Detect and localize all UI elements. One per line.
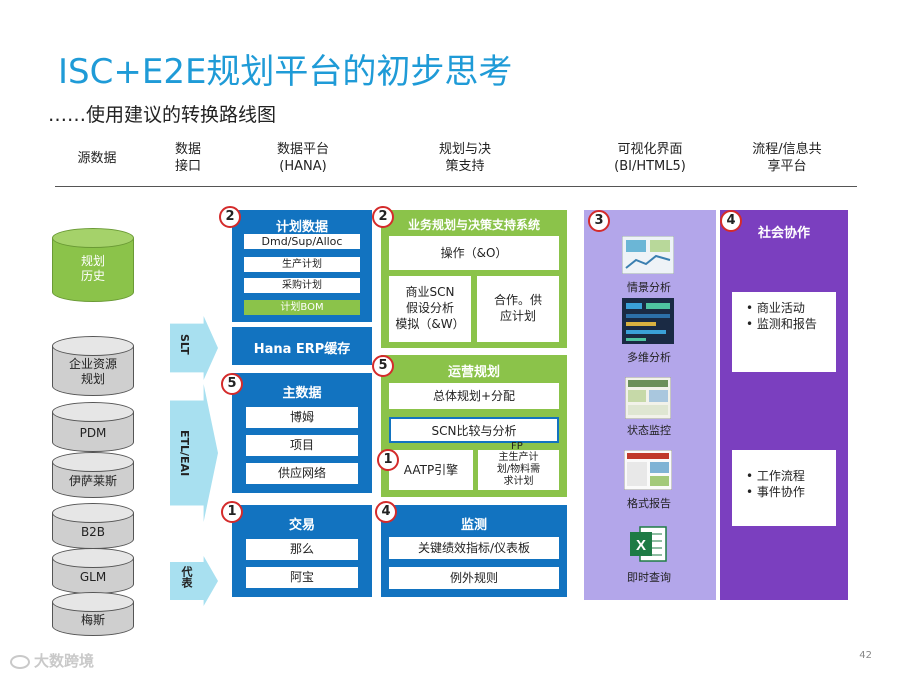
plan-data-item-bom[interactable]: 计划BOM — [244, 300, 360, 315]
source-erp-label-2: 规划 — [80, 372, 105, 386]
column-header-source: 源数据 — [77, 151, 117, 166]
scenario-analysis-label: 情景分析 — [627, 281, 671, 294]
transaction-title: 交易 — [288, 518, 315, 533]
column-header-interface: 数据接口 — [174, 142, 201, 174]
ad-hoc-query-label: 即时查询 — [627, 571, 671, 584]
social-group-2: • 工作流程 • 事件协作 — [732, 450, 836, 526]
transaction-item-1[interactable]: 那么 — [246, 539, 358, 560]
source-meis-cylinder: 梅斯 — [52, 592, 134, 636]
operations-master-plan[interactable]: 主生产计 划/物料需 求计划 — [478, 450, 559, 490]
transaction-badge: 1 — [221, 501, 243, 523]
social-collab-panel: 社会协作 • 商业活动 • 监测和报告 • 工作流程 • 事件协作 — [720, 210, 848, 600]
hana-cache-label: Hana ERP缓存 — [253, 342, 351, 357]
watermark: 大数跨境 — [10, 650, 94, 671]
master-data-panel: 主数据 博姆 项目 供应网络 — [232, 373, 372, 493]
status-monitoring-label: 状态监控 — [627, 424, 671, 437]
status-monitoring-icon[interactable] — [624, 376, 672, 420]
source-b2b-cylinder: B2B — [52, 503, 134, 549]
plan-data-title: 计划数据 — [275, 220, 328, 235]
master-data-badge: 5 — [221, 373, 243, 395]
scenario-analysis-icon[interactable] — [621, 235, 675, 275]
biz-planning-panel: 业务规划与决策支持系统 操作（&O） 商业SCN 假设分析 模拟（&W） 合作。… — [381, 210, 567, 348]
page-number: 42 — [859, 650, 872, 661]
source-glm-cylinder: GLM — [52, 548, 134, 594]
biz-planning-badge: 2 — [372, 206, 394, 228]
source-history-label-1: 规划 — [80, 254, 105, 268]
formatted-report-icon[interactable] — [623, 449, 673, 491]
multidimensional-analysis-icon[interactable] — [622, 298, 674, 344]
plan-data-item-production[interactable]: 生产计划 — [244, 257, 360, 272]
plan-data-item-procurement[interactable]: 采购计划 — [244, 278, 360, 293]
page-subtitle: ……使用建议的转换路线图 — [48, 104, 277, 126]
operations-scn-compare[interactable]: SCN比较与分析 — [389, 417, 559, 443]
monitoring-kpi[interactable]: 关键绩效指标/仪表板 — [389, 537, 559, 559]
operations-panel: 运营规划 总体规划+分配 SCN比较与分析 AATP引擎 主生产计 划/物料需 … — [381, 355, 567, 497]
source-b2b-label: B2B — [80, 525, 106, 539]
visualization-badge: 3 — [588, 210, 610, 232]
operations-title: 运营规划 — [447, 365, 500, 380]
svg-text:X: X — [636, 537, 646, 554]
monitoring-badge: 4 — [375, 501, 397, 523]
column-header-visual: 可视化界面(BI/HTML5) — [614, 142, 686, 174]
social-collab-title: 社会协作 — [757, 226, 810, 241]
code-label: 代表 — [180, 566, 193, 588]
monitoring-exception-rules[interactable]: 例外规则 — [389, 567, 559, 589]
column-header-platform: 数据平台(HANA) — [276, 142, 329, 174]
monitoring-title: 监测 — [460, 518, 487, 533]
source-history-cylinder: 规划 历史 — [52, 228, 134, 302]
source-erp-cylinder: 企业资源 规划 — [52, 336, 134, 396]
operations-fp-label: FP — [511, 441, 523, 452]
monitoring-panel: 监测 关键绩效指标/仪表板 例外规则 — [381, 505, 567, 597]
social-collab-badge: 4 — [720, 210, 742, 232]
source-history-label-2: 历史 — [80, 269, 105, 283]
source-isaless-cylinder: 伊萨莱斯 — [52, 452, 134, 498]
biz-planning-scn[interactable]: 商业SCN 假设分析 模拟（&W） — [389, 276, 471, 342]
header-divider — [55, 186, 857, 187]
source-meis-label: 梅斯 — [80, 613, 105, 627]
plan-data-item-dmd[interactable]: Dmd/Sup/Alloc — [244, 234, 360, 249]
master-data-title: 主数据 — [282, 386, 322, 401]
transaction-item-2[interactable]: 阿宝 — [246, 567, 358, 588]
transaction-panel: 交易 那么 阿宝 — [232, 505, 372, 597]
page-title: ISC+E2E规划平台的初步思考 — [58, 52, 513, 92]
source-erp-label-1: 企业资源 — [68, 357, 117, 371]
hana-cache-panel[interactable]: Hana ERP缓存 — [232, 327, 372, 365]
operations-badge: 5 — [372, 355, 394, 377]
master-data-item-bom[interactable]: 博姆 — [246, 407, 358, 428]
biz-planning-op[interactable]: 操作（&O） — [389, 236, 559, 270]
column-header-sharing: 流程/信息共享平台 — [752, 142, 822, 174]
plan-data-badge: 2 — [219, 206, 241, 228]
master-data-item-network[interactable]: 供应网络 — [246, 463, 358, 484]
etl-label: ETL/EAI — [178, 430, 191, 477]
aatp-badge: 1 — [377, 449, 399, 471]
column-header-planning: 规划与决策支持 — [438, 142, 491, 174]
slt-label: SLT — [178, 334, 191, 355]
operations-aatp[interactable]: AATP引擎 — [389, 450, 473, 490]
social-item-monitoring[interactable]: • 监测和报告 — [746, 317, 817, 331]
multidimensional-analysis-label: 多维分析 — [627, 351, 671, 364]
watermark-logo-icon — [10, 654, 30, 669]
operations-overall[interactable]: 总体规划+分配 — [389, 383, 559, 409]
source-isaless-label: 伊萨莱斯 — [68, 474, 117, 488]
master-data-item-project[interactable]: 项目 — [246, 435, 358, 456]
social-group-1: • 商业活动 • 监测和报告 — [732, 292, 836, 372]
biz-planning-title: 业务规划与决策支持系统 — [407, 218, 540, 232]
social-item-business[interactable]: • 商业活动 — [746, 301, 805, 315]
social-item-event[interactable]: • 事件协作 — [746, 485, 805, 499]
social-item-workflow[interactable]: • 工作流程 — [746, 469, 805, 483]
formatted-report-label: 格式报告 — [627, 497, 671, 510]
source-pdm-label: PDM — [79, 426, 107, 440]
plan-data-panel: 计划数据 Dmd/Sup/Alloc 生产计划 采购计划 计划BOM — [232, 210, 372, 322]
source-pdm-cylinder: PDM — [52, 402, 134, 452]
source-glm-label: GLM — [79, 570, 107, 584]
biz-planning-coop[interactable]: 合作。供 应计划 — [477, 276, 559, 342]
excel-icon[interactable]: X — [628, 524, 668, 564]
